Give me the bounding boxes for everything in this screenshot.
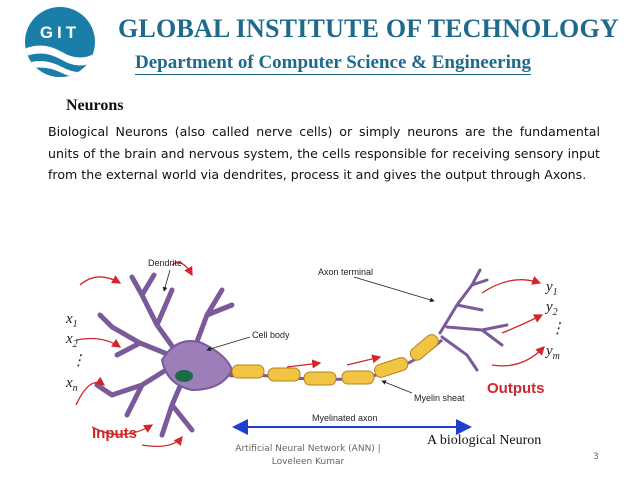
input-xn: xn [65, 375, 78, 394]
output-y2: y2 [544, 299, 558, 318]
label-myelinated-axon: Myelinated axon [312, 413, 378, 423]
output-y1: y1 [544, 279, 558, 298]
label-myelin-sheat: Myelin sheat [414, 393, 465, 403]
institute-logo: GIT [25, 7, 95, 77]
myelin-segments [231, 334, 439, 386]
input-signal-arrows [75, 261, 193, 448]
body-paragraph: Biological Neurons (also called nerve ce… [48, 124, 600, 182]
diagram-caption: A biological Neuron [427, 433, 542, 448]
label-dendrite: Dendrite [148, 258, 182, 268]
page-number: 3 [593, 452, 599, 462]
label-axon-terminal: Axon terminal [318, 267, 373, 277]
department-title: Department of Computer Science & Enginee… [135, 52, 531, 75]
label-inputs: Inputs [92, 425, 137, 442]
axon-terminal-branches [438, 268, 509, 372]
input-x1: x1 [65, 311, 78, 330]
neuron-diagram: Dendrite Axon terminal Cell body Myelin … [65, 258, 565, 448]
input-vdots: ⋮ [71, 353, 86, 369]
label-cell-body: Cell body [252, 330, 290, 340]
label-outputs: Outputs [487, 380, 545, 397]
logo-text: GIT [40, 23, 80, 42]
annotation-pointers [162, 269, 435, 394]
section-heading: Neurons [66, 97, 124, 114]
output-signal-arrows [286, 276, 545, 369]
input-x2: x2 [65, 331, 78, 350]
footer-text: Artificial Neural Network (ANN) | Lovele… [235, 444, 381, 467]
output-ym: ym [544, 343, 560, 362]
cell-body [160, 340, 234, 392]
output-vdots: ⋮ [550, 321, 565, 337]
institute-title: GLOBAL INSTITUTE OF TECHNOLOGY [118, 14, 619, 43]
nucleus [175, 370, 193, 382]
